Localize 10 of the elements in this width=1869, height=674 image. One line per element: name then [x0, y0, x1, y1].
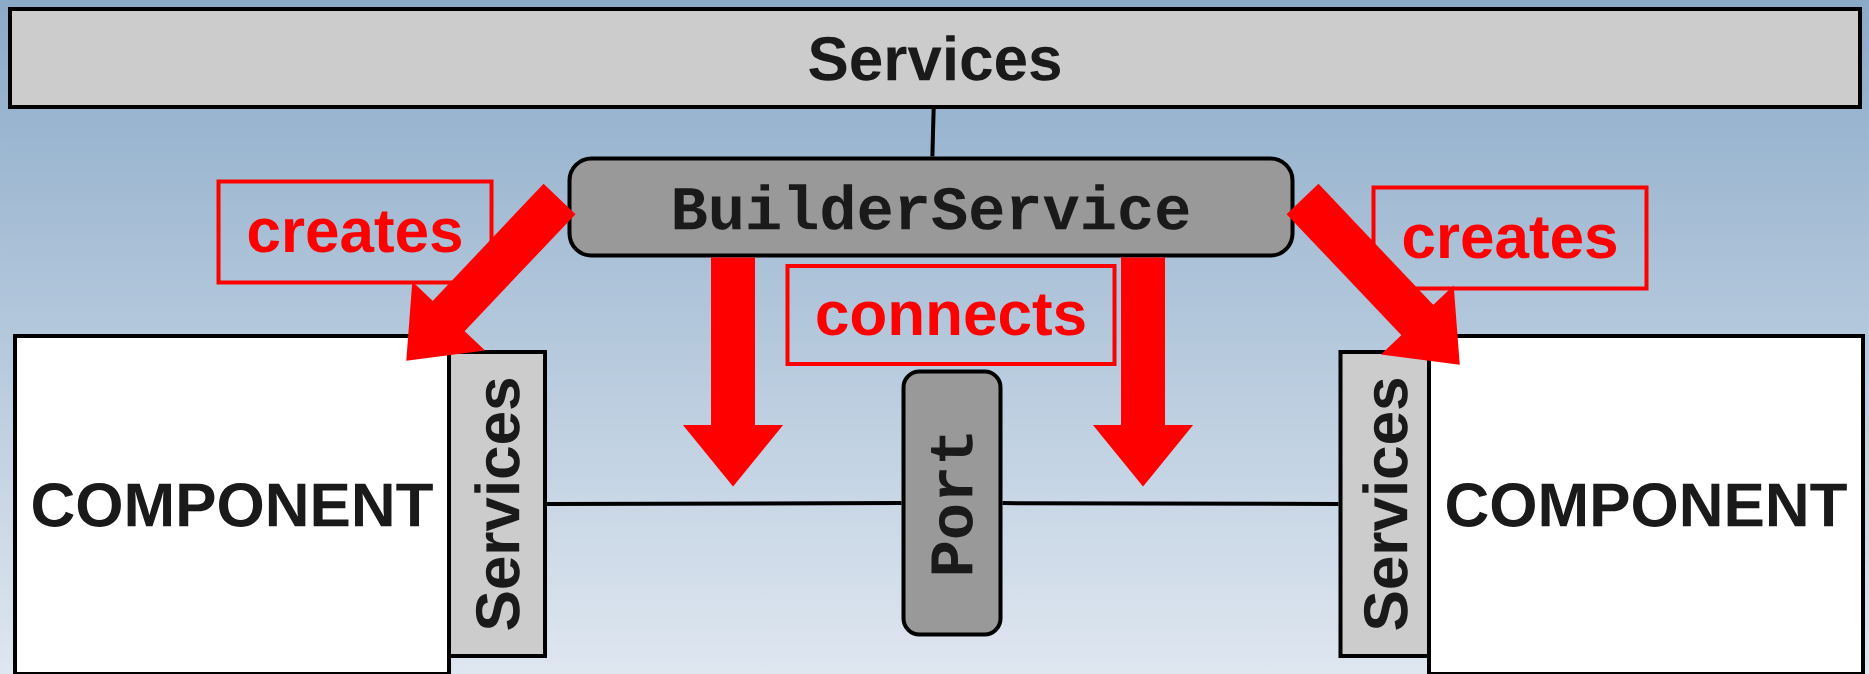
component-box: COMPONENT [1427, 334, 1865, 674]
services-bar: Services [8, 7, 1862, 109]
builder-service-box: BuilderService [567, 156, 1295, 258]
edge-label: creates [1371, 185, 1649, 291]
port-box: Port [901, 369, 1003, 637]
label-box: connects [785, 264, 1117, 366]
component-box: COMPONENT [13, 334, 451, 674]
edge-label: creates [216, 179, 494, 285]
services-box: Services [447, 350, 547, 658]
services-box: Services [1338, 350, 1432, 658]
